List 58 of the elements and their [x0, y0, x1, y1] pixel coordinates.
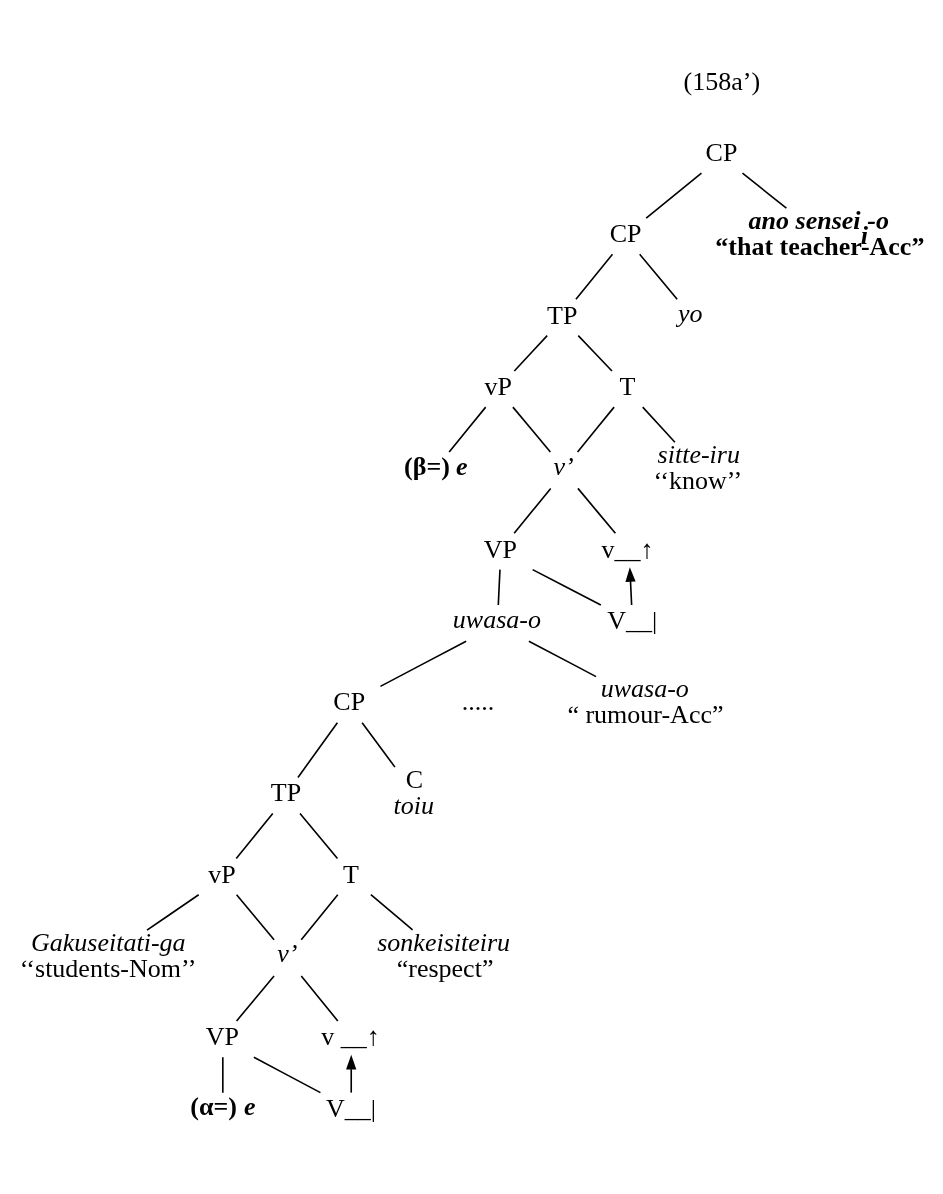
connector: [513, 334, 548, 372]
arrow: [346, 1054, 357, 1094]
node-text: CP: [705, 138, 738, 168]
node-text: uwasa-o: [452, 604, 541, 634]
node-text: T: [343, 859, 359, 889]
node-text: v’: [553, 451, 574, 481]
node-text: yo: [677, 298, 703, 328]
connector: [576, 406, 615, 453]
node-text: uwasa-o “ rumour-Acc”: [567, 674, 724, 730]
connector: [300, 893, 339, 941]
connector: [645, 172, 703, 219]
connector: [297, 722, 339, 779]
node-text: CP: [333, 687, 366, 717]
node-text: vP: [484, 372, 512, 402]
connector: [235, 893, 275, 941]
connector: [448, 406, 487, 453]
node-text: TP: [270, 778, 302, 808]
node-text: v__↑: [601, 534, 654, 564]
node-text: vP: [208, 859, 236, 889]
connector: [577, 334, 613, 372]
node-text: (β=) e: [404, 451, 468, 481]
node-text: TP: [547, 300, 578, 330]
connector: [235, 812, 274, 860]
connector: [575, 253, 614, 301]
connector: [235, 975, 275, 1022]
node-text: (α=) e: [190, 1092, 256, 1122]
connector: [641, 406, 676, 444]
connector: [497, 568, 501, 606]
connector: [370, 893, 414, 931]
node-text: v __↑: [321, 1022, 380, 1052]
connector: [512, 406, 552, 453]
node-text: V__|: [607, 606, 658, 636]
node-text: T: [619, 372, 636, 402]
node-text: CP: [609, 219, 642, 249]
node-text: C toiu: [393, 765, 434, 821]
node-text: Gakuseitati-ga ‘‘students-Nom’’: [19, 928, 197, 984]
connector: [299, 812, 339, 860]
connector: [638, 253, 678, 301]
node-text: sonkeisiteiru “respect”: [377, 928, 511, 984]
node-text: V__|: [326, 1093, 377, 1123]
connector: [222, 1056, 224, 1094]
label: (158a’): [683, 66, 761, 96]
node-text: sitte-iru ‘‘know’’: [653, 440, 743, 496]
label: .....: [461, 687, 495, 717]
connector: [253, 1056, 322, 1094]
connector: [513, 487, 552, 535]
connector: [379, 640, 467, 688]
connector: [146, 893, 200, 931]
connector: [577, 487, 617, 535]
node-text: v’: [277, 939, 298, 969]
connector: [531, 568, 602, 606]
arrow: [625, 567, 636, 606]
connector: [361, 722, 396, 768]
connector: [300, 975, 339, 1022]
node-text: VP: [205, 1022, 239, 1052]
connector: [741, 172, 788, 209]
connector: [528, 640, 597, 678]
node-text: VP: [483, 534, 517, 564]
